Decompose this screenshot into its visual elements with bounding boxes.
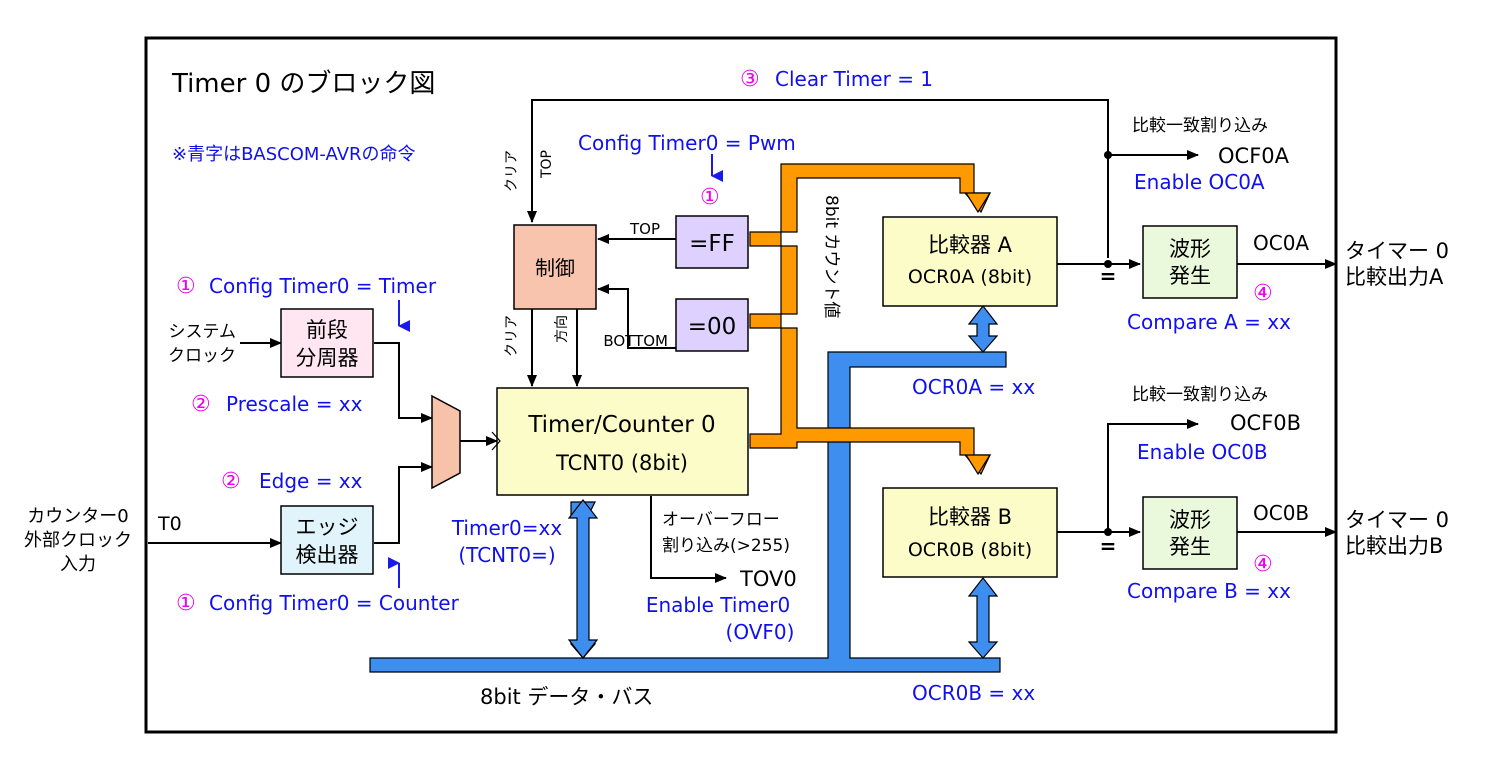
zero-register [675, 298, 749, 352]
ocr0b-cmd: OCR0B = xx [912, 681, 1035, 705]
clock-mux [431, 394, 461, 490]
step-2-marker-edge: ② [221, 469, 241, 494]
output-b-label-1: タイマー 0 [1345, 508, 1449, 532]
step-1-marker-counter: ① [176, 591, 196, 616]
clear-vertical-label: クリア [504, 150, 520, 192]
tcnt-title: Timer/Counter 0 [527, 412, 715, 438]
comparator-b-block [882, 487, 1058, 578]
step-3-marker: ③ [740, 67, 760, 92]
oc0b-label: OC0B [1253, 501, 1309, 525]
bus-arrows [567, 305, 999, 659]
waveform-a-block [1142, 225, 1238, 299]
output-a-label-1: タイマー 0 [1345, 239, 1449, 263]
zero-label: =00 [688, 314, 737, 340]
diagram-title: Timer 0 のブロック図 [171, 69, 435, 99]
ff-register [675, 215, 749, 269]
edge-label-1: エッジ [296, 515, 359, 539]
step-4-marker-b: ④ [1253, 552, 1273, 577]
t0-label: T0 [157, 513, 182, 535]
prescaler-label-1: 前段 [306, 318, 348, 342]
output-b-label-2: 比較出力B [1345, 534, 1443, 558]
data-bus-label: 8bit データ・バス [480, 685, 653, 709]
diagram-frame [144, 36, 1338, 734]
oc0a-label: OC0A [1253, 231, 1309, 255]
control-label: 制御 [535, 256, 575, 280]
pwm-cmd: Config Timer0 = Pwm [578, 131, 796, 155]
wave-b-label-1: 波形 [1169, 508, 1211, 532]
prescaler-block [280, 308, 374, 378]
cmp-b-title: 比較器 B [928, 505, 1012, 529]
ext-clock-label-3: 入力 [60, 554, 96, 575]
cmp-b-sub: OCR0B (8bit) [908, 539, 1032, 561]
wave-a-label-2: 発生 [1169, 264, 1211, 288]
wires [148, 99, 1337, 588]
enable-oc0b-cmd: Enable OC0B [1137, 440, 1268, 464]
ff-label: =FF [689, 231, 735, 257]
compare-b-cmd: Compare B = xx [1127, 579, 1291, 603]
enable-timer0-cmd: Enable Timer0 [646, 593, 790, 617]
equal-b-label: = [1100, 534, 1117, 558]
sys-clock-label-1: システム [169, 322, 237, 342]
clear-timer-cmd: Clear Timer = 1 [775, 67, 933, 91]
ocf0a-label: OCF0A [1218, 144, 1290, 168]
cmp-a-sub: OCR0A (8bit) [908, 266, 1032, 288]
equal-a-label: = [1100, 264, 1117, 288]
match-int-a-label: 比較一致割り込み [1132, 116, 1268, 136]
ovf0-cmd: (OVF0) [726, 620, 795, 644]
tcnt0-cmd: (TCNT0=) [458, 543, 555, 567]
top-label: TOP [629, 220, 660, 238]
overflow-label-2: 割り込み(>255) [662, 536, 790, 556]
waveform-b-block [1142, 496, 1238, 570]
step-4-marker-a: ④ [1253, 281, 1273, 306]
step-2-marker-prescale: ② [191, 392, 211, 417]
step-1-marker-pwm: ① [700, 185, 720, 210]
ext-clock-label-2: 外部クロック [24, 530, 132, 551]
timer-counter-block [496, 387, 749, 496]
comparator-a-block [882, 216, 1058, 307]
compare-a-cmd: Compare A = xx [1127, 310, 1291, 334]
ocf0b-label: OCF0B [1230, 411, 1301, 435]
sys-clock-label-2: クロック [168, 346, 236, 366]
counter-cmd: Config Timer0 = Counter [209, 591, 460, 615]
wave-b-label-2: 発生 [1169, 535, 1211, 559]
tcnt-sub: TCNT0 (8bit) [555, 451, 688, 475]
edge-cmd: Edge = xx [259, 469, 363, 493]
count-value-label: 8bit カウント値 [821, 195, 841, 318]
clear-vertical-label-2: クリア [504, 315, 520, 357]
wave-a-label-1: 波形 [1169, 237, 1211, 261]
direction-vertical-label: 方向 [554, 315, 570, 343]
overflow-label-1: オーバーフロー [662, 510, 780, 530]
step-1-marker-timer: ① [176, 274, 196, 299]
ocr0a-cmd: OCR0A = xx [912, 375, 1035, 399]
tov0-label: TOV0 [739, 567, 797, 591]
cmp-a-title: 比較器 A [928, 233, 1013, 257]
count-value-bus [749, 163, 992, 476]
enable-oc0a-cmd: Enable OC0A [1134, 170, 1265, 194]
timer-cmd: Config Timer0 = Timer [209, 274, 437, 298]
output-a-label-2: 比較出力A [1345, 265, 1444, 289]
ext-clock-label-1: カウンター0 [27, 506, 128, 527]
match-int-b-label: 比較一致割り込み [1132, 385, 1268, 405]
top-vertical-label: TOP [539, 150, 555, 179]
edge-label-2: 検出器 [296, 543, 359, 567]
timer0-value-cmd: Timer0=xx [451, 516, 562, 540]
edge-detector-block [280, 505, 374, 575]
control-block [513, 224, 597, 310]
prescaler-label-2: 分周器 [296, 346, 359, 370]
clock-input-icon [491, 431, 501, 451]
note-label: ※青字はBASCOM-AVRの命令 [172, 144, 416, 165]
prescale-cmd: Prescale = xx [226, 392, 363, 416]
bottom-label: BOTTOM [603, 332, 668, 350]
